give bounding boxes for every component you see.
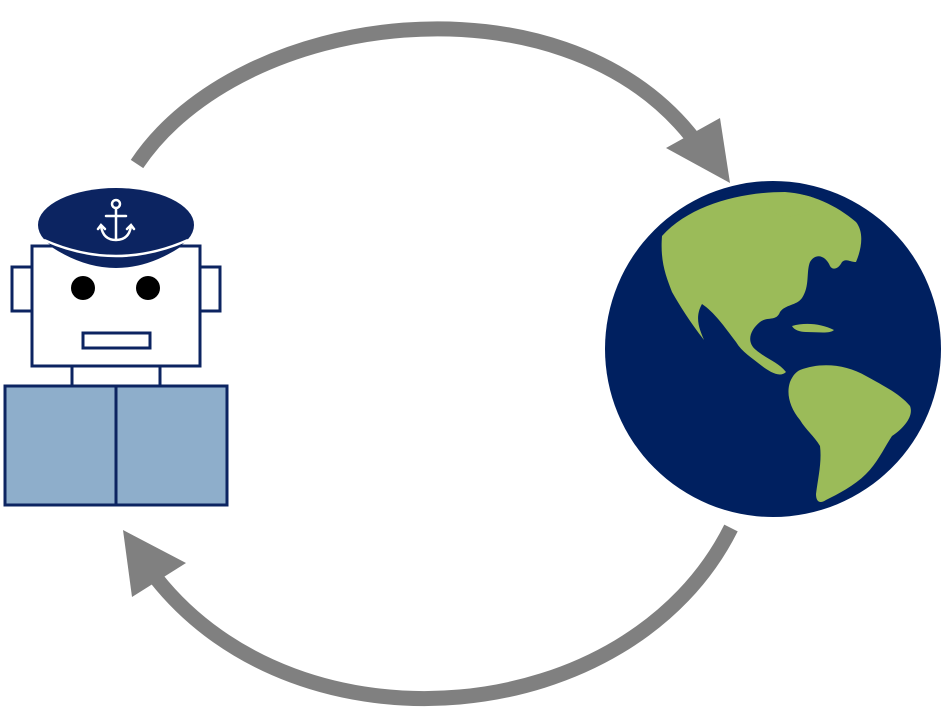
captain-robot-icon [3,188,229,507]
anchor-icon [96,198,136,242]
globe-caribbean [792,323,834,333]
globe-south-america [788,365,911,502]
globe-greenland [768,194,817,217]
robot-neck [70,364,162,388]
robot-left-eye [71,276,95,300]
robot-right-eye [136,276,160,300]
robot-body-right [114,384,229,507]
globe-north-america [661,192,862,375]
earth-globe-icon [605,181,941,517]
captain-hat-icon [38,188,194,268]
arrow-top-icon [130,21,730,183]
robot-body-left [3,384,118,507]
arrow-bottom-icon [123,524,738,707]
robot-mouth [81,331,152,350]
